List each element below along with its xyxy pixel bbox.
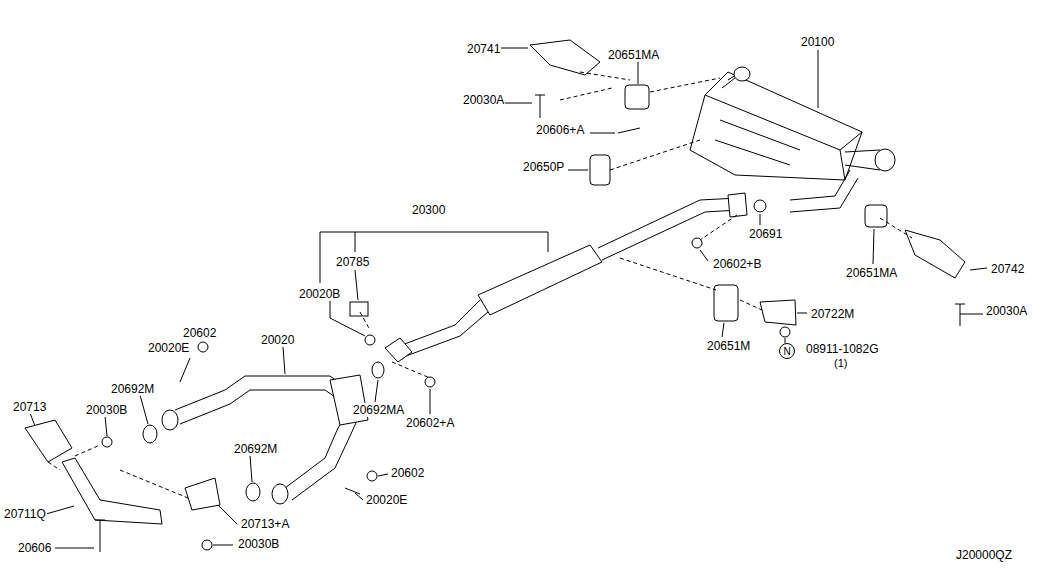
clamp (350, 302, 368, 316)
front-pipe (175, 376, 352, 424)
part-number: 20722M (810, 307, 855, 321)
part-number: 20711Q (3, 507, 47, 521)
nut (425, 377, 435, 387)
seal-ring (754, 200, 766, 212)
part-number: 20020E (365, 493, 408, 507)
part-number: (1) (833, 356, 848, 370)
part-number: 20030B (85, 403, 128, 417)
rear-muffler (690, 72, 862, 180)
part-number: 20100 (800, 35, 835, 49)
bracket (760, 300, 796, 325)
part-number: 20030A (985, 304, 1028, 318)
bracket (905, 230, 965, 278)
part-number: 20713 (12, 400, 47, 414)
part-number: 20300 (411, 203, 446, 217)
part-number: 20650P (522, 160, 565, 174)
part-number: 20785 (335, 255, 370, 269)
gasket (372, 362, 384, 378)
flange (728, 193, 747, 217)
part-number: 20606 (17, 541, 52, 555)
part-number: 20692M (233, 442, 278, 456)
part-number: 20713+A (240, 517, 290, 531)
flange (385, 338, 412, 362)
part-number: 20602+B (712, 257, 762, 271)
part-number: 20602 (390, 466, 425, 480)
part-number: 20020 (260, 333, 295, 347)
gasket (143, 425, 157, 443)
part-number: 08911-1082G (805, 342, 880, 356)
flange (272, 484, 288, 504)
part-number: 20651M (706, 339, 751, 353)
bracket (530, 40, 600, 75)
rubber-hanger (590, 155, 610, 185)
part-number: 20651MA (845, 266, 898, 280)
circled-symbol: N (779, 343, 795, 359)
rubber-hanger (865, 205, 887, 227)
center-pipe (402, 300, 488, 356)
part-number: 20742 (990, 262, 1025, 276)
part-number: 20741 (466, 42, 501, 56)
bracket (185, 478, 220, 510)
rubber-hanger (714, 285, 738, 321)
nut (202, 540, 212, 550)
part-number: 20606+A (535, 123, 585, 137)
tailpipe-tip (734, 67, 750, 81)
part-number: 20651MA (607, 48, 660, 62)
drawing-code: J20000QZ (955, 548, 1013, 562)
group-bracket (320, 232, 548, 283)
nut (365, 335, 375, 345)
bracket (25, 420, 72, 462)
nut (198, 342, 208, 352)
flange (162, 410, 178, 430)
bracket (62, 458, 162, 524)
symbol-letter: N (783, 346, 790, 357)
assembly-line (48, 72, 912, 498)
nut (102, 437, 112, 447)
tailpipe-tip (875, 149, 895, 171)
rubber-hanger (625, 85, 649, 109)
part-number: 20030A (462, 93, 505, 107)
part-number: 20030B (237, 537, 280, 551)
center-muffler (478, 245, 602, 315)
catalyst (330, 375, 368, 425)
part-number: 20692M (110, 382, 155, 396)
bolt (95, 95, 965, 552)
nut (367, 471, 377, 481)
part-number: 20020B (298, 287, 341, 301)
muffler-detail (705, 95, 862, 180)
part-number: 20691 (748, 227, 783, 241)
inlet-pipe (790, 170, 858, 212)
part-number: 20602 (182, 326, 217, 340)
part-number: 20692MA (352, 403, 405, 417)
nut (780, 327, 790, 337)
part-number: 20020E (147, 341, 190, 355)
gasket (246, 483, 260, 501)
part-number: 20602+A (405, 416, 455, 430)
leader-line (30, 48, 987, 548)
